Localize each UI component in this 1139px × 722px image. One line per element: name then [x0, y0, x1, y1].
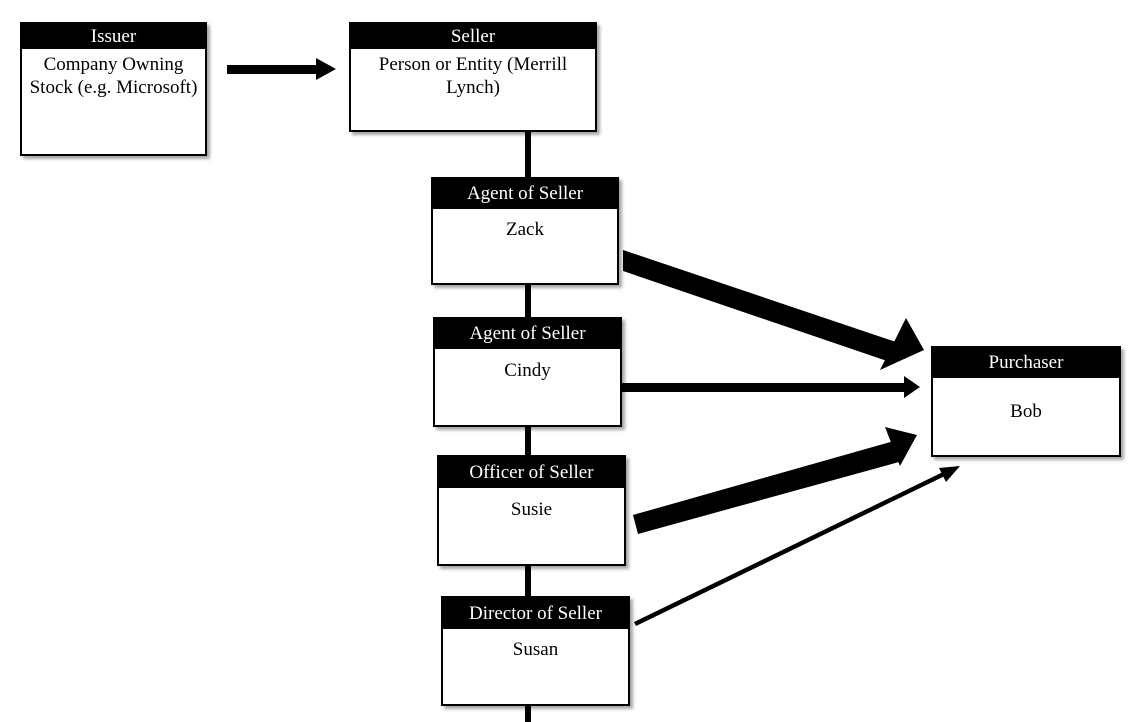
agent-cindy-box: Agent of Seller Cindy [433, 317, 622, 427]
susie-to-purchaser-arrow-shaft [633, 441, 899, 534]
director-susan-box: Director of Seller Susan [441, 596, 630, 706]
director-susan-name: Susan [512, 639, 559, 660]
officer-susie-title: Officer of Seller [439, 457, 624, 488]
zack-to-purchaser-arrow-head [880, 318, 924, 370]
purchaser-name: Bob [1010, 401, 1042, 422]
issuer-text: Company Owning Stock (e.g. Microsoft) [29, 54, 198, 98]
seller-text: Person or Entity (Merrill Lynch) [378, 54, 568, 98]
officer-susie-box: Officer of Seller Susie [437, 455, 626, 566]
agent-zack-box: Agent of Seller Zack [431, 177, 619, 285]
issuer-to-seller-arrow [227, 58, 336, 80]
officer-susie-name: Susie [510, 499, 553, 520]
susie-to-purchaser-arrow-head [885, 427, 917, 466]
issuer-box: Issuer Company Owning Stock (e.g. Micros… [20, 22, 207, 156]
seller-box: Seller Person or Entity (Merrill Lynch) [349, 22, 597, 132]
director-susan-title: Director of Seller [443, 598, 628, 629]
zack-to-purchaser-arrow-shaft [623, 250, 896, 362]
agent-cindy-name: Cindy [504, 360, 551, 381]
agent-zack-name: Zack [506, 219, 544, 240]
susan-to-purchaser-arrow-shaft [634, 471, 947, 626]
purchaser-box: Purchaser Bob [931, 346, 1121, 457]
cindy-to-purchaser-arrow [622, 376, 920, 398]
issuer-title: Issuer [22, 24, 205, 49]
agent-cindy-title: Agent of Seller [435, 319, 620, 349]
seller-title: Seller [351, 24, 595, 49]
purchaser-title: Purchaser [933, 348, 1119, 378]
susan-to-purchaser-arrow-head [939, 466, 960, 482]
agent-zack-title: Agent of Seller [433, 179, 617, 209]
